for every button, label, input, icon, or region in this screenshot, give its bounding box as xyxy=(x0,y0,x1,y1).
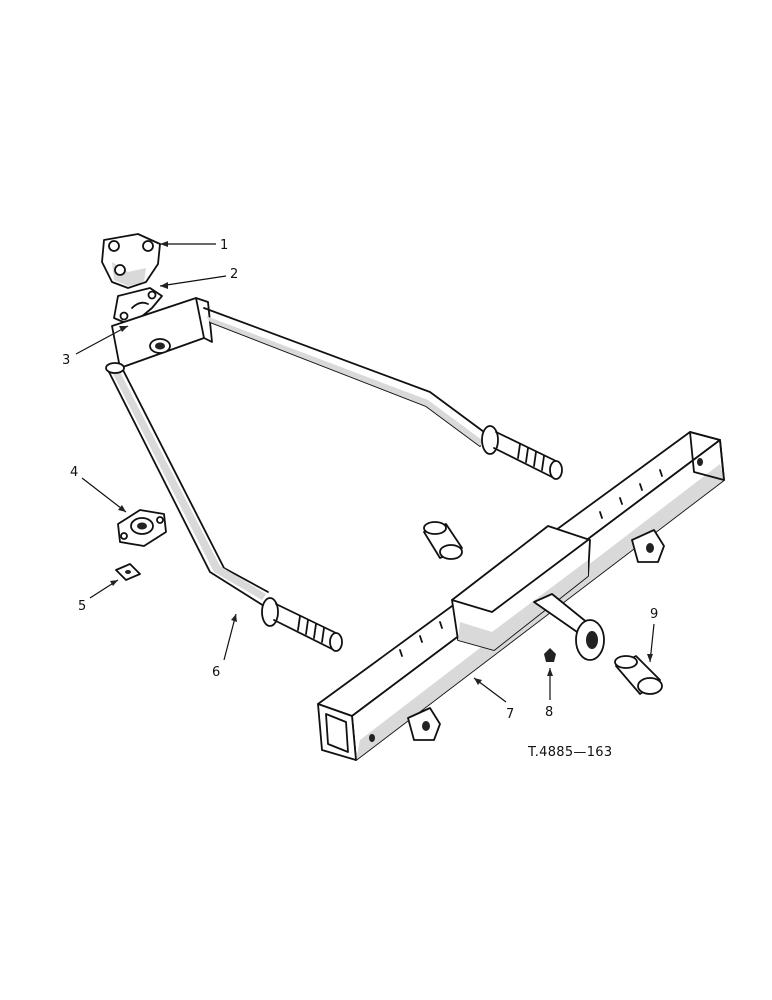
callout-9: 9 xyxy=(650,607,658,622)
loose-bushing xyxy=(423,521,463,560)
part-4-bearing-cap xyxy=(117,509,167,547)
part-6-radius-rod-frame xyxy=(105,297,563,652)
part-2-gasket xyxy=(113,287,163,325)
leader-lines xyxy=(75,241,655,703)
callout-7: 7 xyxy=(506,707,514,722)
callout-2: 2 xyxy=(230,267,238,282)
part-5-small-plate xyxy=(115,563,141,581)
callout-labels: 1 2 3 4 5 6 7 8 9 xyxy=(62,238,658,722)
callout-8: 8 xyxy=(545,705,553,720)
part-8-grease-nipple xyxy=(544,648,556,662)
reference-code: T.4885—163 xyxy=(527,745,612,760)
part-1-clamp-cap xyxy=(101,233,161,289)
callout-4: 4 xyxy=(70,465,78,480)
callout-1: 1 xyxy=(220,238,228,253)
part-7-axle-beam xyxy=(317,431,725,761)
callout-5: 5 xyxy=(78,599,86,614)
callout-3: 3 xyxy=(62,353,70,368)
callout-6: 6 xyxy=(212,665,220,680)
part-9-bushing xyxy=(614,655,663,695)
